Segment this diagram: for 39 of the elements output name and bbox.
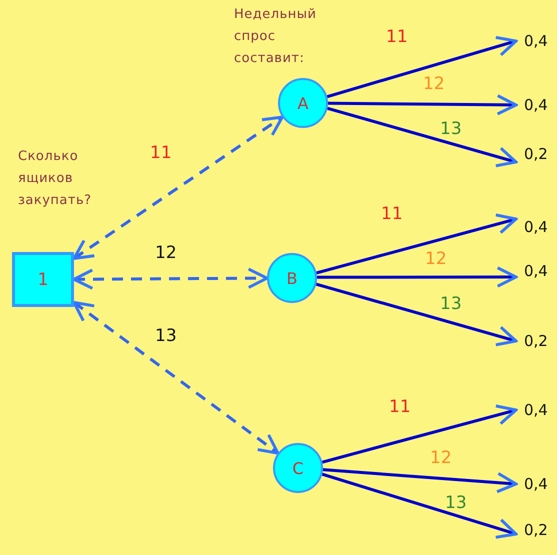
- caption-text: Сколько ящиков закупать?: [18, 148, 93, 210]
- arrow: [322, 404, 518, 464]
- edge-label: 11: [150, 143, 172, 163]
- arrow: [328, 94, 518, 116]
- edge-label: 12: [155, 243, 177, 263]
- arrow: [322, 468, 518, 494]
- probability-text: 0,4: [524, 217, 548, 237]
- caption-text: Недельный спрос составит:: [234, 6, 318, 68]
- edge-label: 11: [381, 204, 403, 224]
- probability-text: 0,2: [524, 144, 548, 164]
- arrow: [322, 472, 518, 539]
- arrow: [327, 106, 518, 168]
- edge-label: 12: [430, 448, 452, 468]
- edge-label: 11: [389, 397, 411, 417]
- arrow: [72, 268, 268, 290]
- probability-text: 0,4: [524, 95, 548, 115]
- edge-label: 13: [155, 326, 177, 346]
- edge-label: 13: [445, 493, 467, 513]
- edge-label: 12: [423, 74, 445, 94]
- arrow: [317, 266, 518, 288]
- edge-label: 13: [440, 119, 462, 139]
- chance-circle: C: [273, 443, 323, 493]
- arrow: [326, 36, 518, 98]
- probability-text: 0,2: [524, 331, 548, 351]
- chance-circle: B: [267, 253, 317, 303]
- probability-text: 0,4: [524, 400, 548, 420]
- decision-box: 1: [12, 252, 74, 307]
- probability-text: 0,2: [524, 520, 548, 540]
- probability-text: 0,4: [524, 261, 548, 281]
- arrow: [72, 300, 280, 455]
- probability-text: 0,4: [524, 474, 548, 494]
- arrow: [72, 116, 284, 260]
- edge-label: 13: [440, 294, 462, 314]
- arrow: [316, 213, 518, 274]
- edge-label: 11: [386, 27, 408, 47]
- arrow: [316, 282, 518, 346]
- chance-circle: A: [278, 78, 328, 128]
- edge-label: 12: [425, 249, 447, 269]
- probability-text: 0,4: [524, 31, 548, 51]
